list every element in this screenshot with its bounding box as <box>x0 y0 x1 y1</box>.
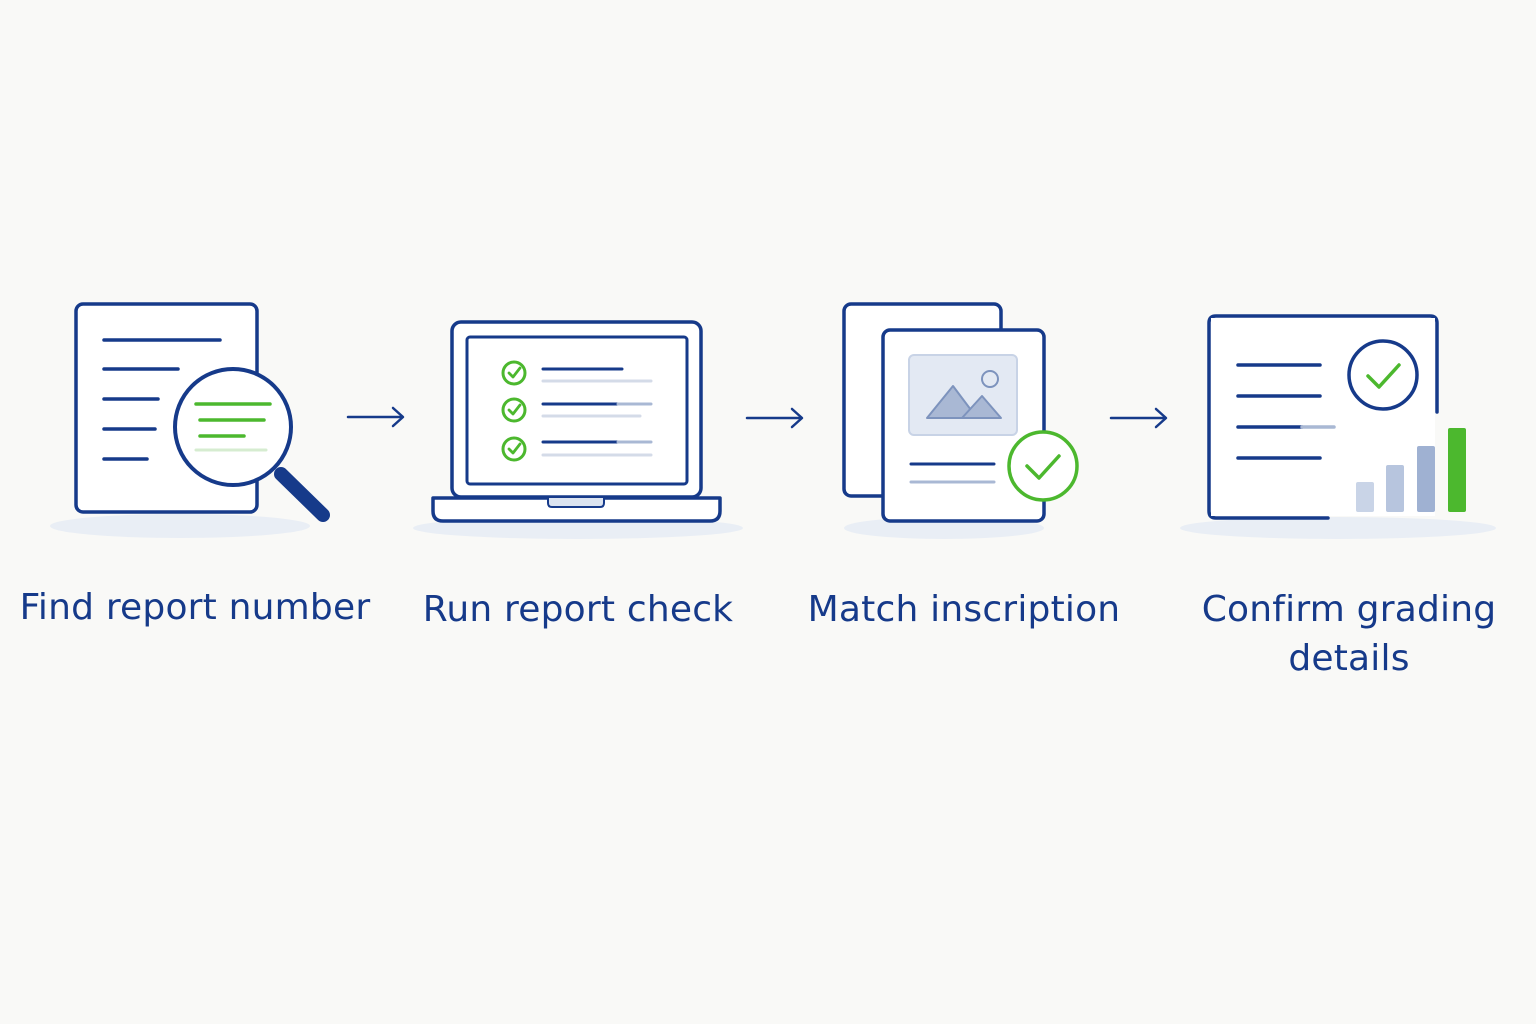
laptop-checklist-icon <box>431 320 722 523</box>
document-magnifier-icon <box>74 302 330 522</box>
shadow-step-4 <box>1180 517 1496 539</box>
step-label-match-inscription: Match inscription <box>807 589 1121 630</box>
chart-bar-2 <box>1386 465 1404 512</box>
report-bar-chart-check-icon <box>1207 314 1466 520</box>
step-label-run-report-check: Run report check <box>422 589 734 630</box>
chart-bar-4 <box>1448 428 1466 512</box>
chart-bar-3 <box>1417 446 1435 512</box>
step-label-find-report-number: Find report number <box>19 587 371 628</box>
arrow-3-icon <box>1109 407 1168 429</box>
arrow-1-icon <box>346 406 405 428</box>
arrow-2-icon <box>745 407 804 429</box>
chart-bar-1 <box>1356 482 1374 512</box>
step-label-confirm-grading-details: Confirm grading details <box>1201 589 1497 679</box>
shadow-step-1 <box>50 514 310 538</box>
image-card-check-icon <box>842 302 1079 523</box>
